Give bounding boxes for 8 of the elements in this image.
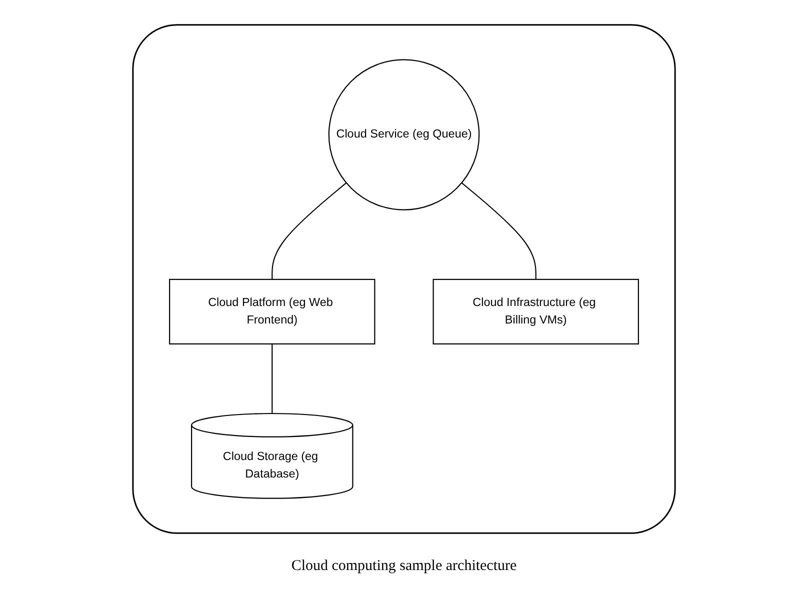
node-circle: Cloud Service (eg Queue): [328, 59, 480, 210]
connector: [272, 344, 273, 414]
cluster: [132, 24, 676, 534]
node-box: Cloud Infrastructure (eg Billing VMs): [432, 278, 639, 344]
node-box: Cloud Platform (eg Web Frontend): [169, 278, 376, 344]
connector: [272, 182, 347, 280]
caption: Cloud computing sample architecture: [291, 558, 517, 575]
connector: [461, 182, 536, 280]
